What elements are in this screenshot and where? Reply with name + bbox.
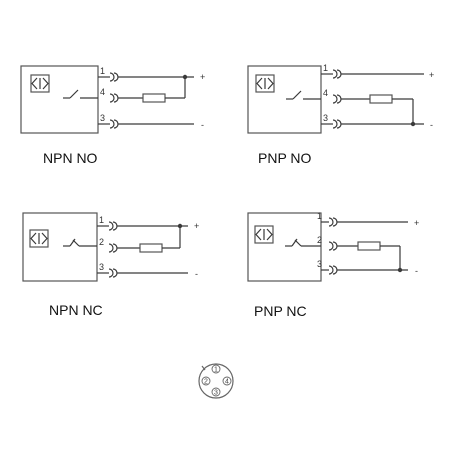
pin-label: 3 [323,113,328,123]
connector-key-notch [201,365,206,371]
supply-positive: + [429,70,434,80]
supply-negative: - [415,266,418,276]
terminal-icon [332,69,342,79]
diagram-npn-nc: 1 2 3 + - NPN NC [22,212,199,318]
switch-nc-icon [63,238,97,247]
connector-pin [211,387,221,397]
sensor-body [247,212,322,282]
diagram-caption: NPN NC [49,302,103,318]
sensor-symbol-icon [254,225,274,244]
terminal-icon [108,221,118,231]
supply-positive: + [194,221,199,231]
supply-positive: + [200,72,205,82]
pin-label: 1 [317,211,322,221]
switch-nc-icon [285,238,321,247]
junction-dot [182,74,188,80]
load-resistor [357,241,381,251]
sensor-symbol-icon [29,229,49,248]
load-resistor [142,93,166,103]
terminal-icon [332,119,342,129]
sensor-symbol-icon [30,74,50,93]
terminal-icon [328,265,338,275]
connector-pin-label: 4 [225,379,229,386]
pin-label: 4 [323,88,328,98]
connector-pin-label: 1 [214,367,218,374]
connector-pin-label: 3 [214,390,218,397]
pin-label: 4 [100,87,105,97]
connector-pinout: 1 2 3 4 [198,363,234,399]
supply-positive: + [414,218,419,228]
connector-pin [201,376,211,386]
pin-label: 1 [99,215,104,225]
diagram-caption: PNP NC [254,303,307,319]
pin-label: 3 [317,259,322,269]
terminal-icon [108,268,118,278]
terminal-icon [109,93,119,103]
switch-no-icon [63,89,98,99]
diagram-npn-no: 1 4 3 + - NPN NO [20,65,205,166]
pin-label: 2 [99,237,104,247]
pin-label: 3 [100,113,105,123]
terminal-icon [328,241,338,251]
sensor-symbol-icon [255,74,275,93]
supply-negative: - [201,120,204,130]
connector-face [198,363,234,399]
pin-label: 3 [99,262,104,272]
pin-label: 1 [323,63,328,73]
junction-dot [177,223,183,229]
connector-pin-label: 2 [204,379,208,386]
pin-label: 2 [317,235,322,245]
terminal-icon [109,119,119,129]
terminal-icon [109,72,119,82]
connector-pin [211,364,221,374]
diagram-pnp-nc: 1 2 3 + - PNP NC [247,211,419,319]
switch-no-icon [286,90,321,100]
diagram-caption: NPN NO [43,150,98,166]
supply-negative: - [195,269,198,279]
terminal-icon [328,217,338,227]
diagram-caption: PNP NO [258,150,312,166]
pin-label: 1 [100,66,105,76]
terminal-icon [332,94,342,104]
load-resistor [139,243,163,253]
connector-pin [222,376,232,386]
diagram-pnp-no: 1 4 3 + - PNP NO [247,63,434,166]
load-resistor [369,94,393,104]
supply-negative: - [430,120,433,130]
terminal-icon [108,243,118,253]
